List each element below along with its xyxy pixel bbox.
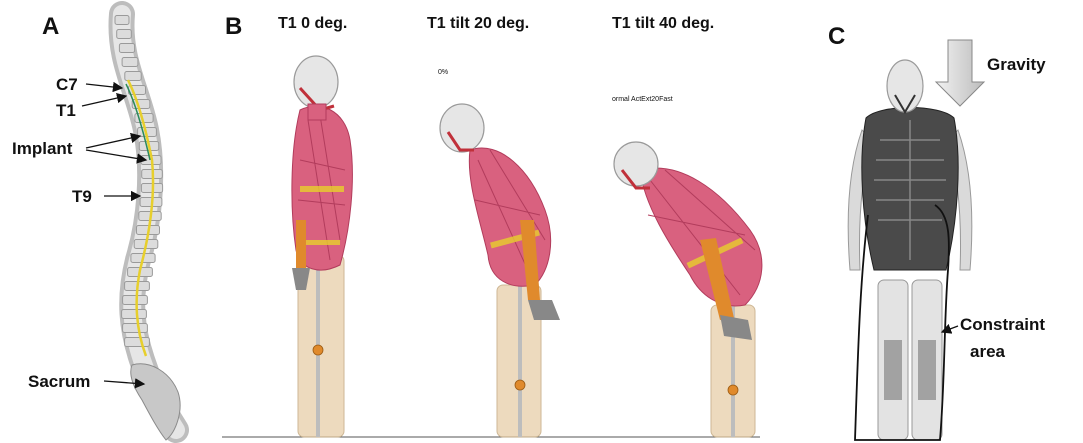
vertebra bbox=[123, 296, 148, 305]
label-implant: Implant bbox=[12, 139, 73, 158]
arrow-implant-1 bbox=[86, 136, 140, 148]
figure-3-title: T1 tilt 40 deg. bbox=[612, 15, 714, 32]
sacrum-bone bbox=[131, 364, 180, 440]
panel-a-letter: A bbox=[42, 13, 59, 40]
panel-c: C Gravity Constraint area bbox=[828, 23, 1046, 440]
label-t9: T9 bbox=[72, 187, 92, 206]
panel-b: B T1 0 deg. T1 tilt 20 deg. T1 tilt 40 d… bbox=[222, 13, 762, 437]
figure-1-title: T1 0 deg. bbox=[278, 15, 347, 32]
constraint-label-line2: area bbox=[970, 342, 1006, 361]
posture-tilt-20-figure bbox=[440, 104, 560, 437]
posture-upright-figure bbox=[292, 56, 352, 437]
label-c7: C7 bbox=[56, 75, 78, 94]
panel-c-letter: C bbox=[828, 23, 845, 50]
vertebra bbox=[122, 58, 138, 67]
label-sacrum: Sacrum bbox=[28, 372, 90, 391]
vertebra bbox=[115, 16, 129, 25]
posture-tilt-40-figure bbox=[614, 142, 762, 437]
figure-2-title: T1 tilt 20 deg. bbox=[427, 15, 529, 32]
vertebra bbox=[125, 338, 150, 347]
vertebra bbox=[125, 72, 141, 81]
spine-illustration bbox=[115, 14, 180, 440]
panel-b-letter: B bbox=[225, 13, 242, 40]
constraint-label-line1: Constraint bbox=[960, 315, 1045, 334]
arrow-t1 bbox=[82, 96, 126, 106]
figure-3-overlay-text: ormal ActExt20Fast bbox=[612, 96, 673, 103]
gravity-label: Gravity bbox=[987, 55, 1046, 74]
vertebra bbox=[119, 44, 134, 53]
panel-a: A C7 T1 Implant T9 Sacrum bbox=[12, 13, 180, 440]
arrow-c7 bbox=[86, 84, 122, 88]
vertebra bbox=[117, 30, 132, 39]
gravity-arrow-icon bbox=[936, 40, 984, 106]
vertebra bbox=[122, 310, 147, 319]
vertebra bbox=[123, 324, 148, 333]
front-view-figure bbox=[848, 60, 972, 440]
figure-2-overlay-text: 0% bbox=[438, 69, 448, 76]
label-t1: T1 bbox=[56, 101, 76, 120]
